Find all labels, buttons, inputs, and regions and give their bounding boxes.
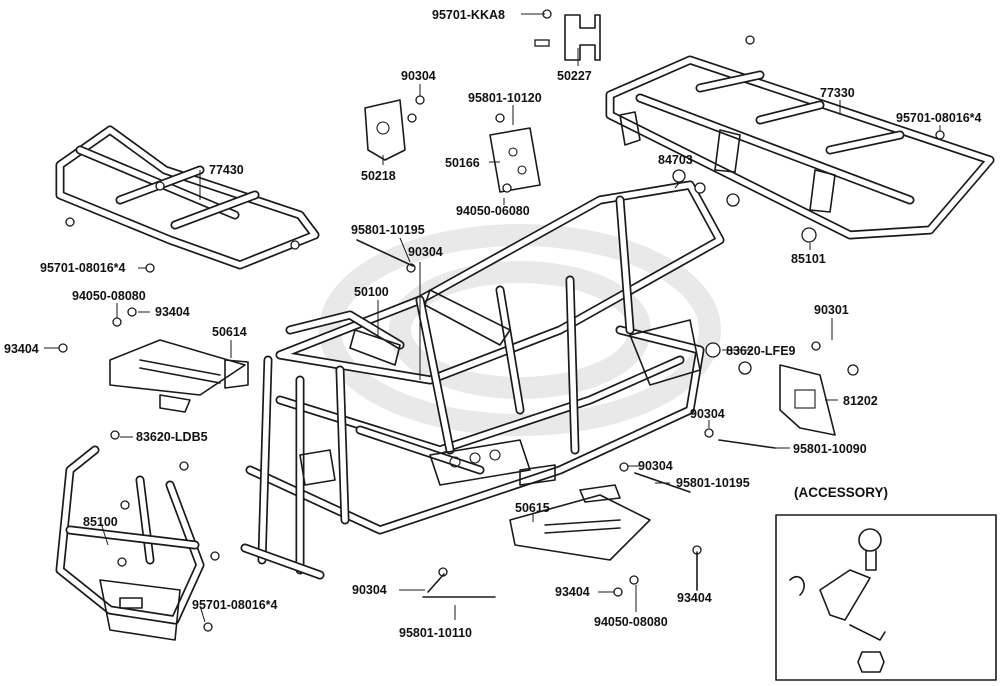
- part-label: 77430: [209, 163, 244, 177]
- part-label: 93404: [555, 585, 590, 599]
- part-label: 50166: [445, 156, 480, 170]
- part-labels: 95701-KKA8 50227 90304 95801-10120 77330…: [4, 8, 982, 640]
- part-label: 77330: [820, 86, 855, 100]
- part-label: 95801-10090: [793, 442, 867, 456]
- part-label: 94050-08080: [594, 615, 668, 629]
- part-label: 94050-08080: [72, 289, 146, 303]
- part-label: 95701-08016*4: [896, 111, 982, 125]
- part-label: 90301: [814, 303, 849, 317]
- part-label: 85100: [83, 515, 118, 529]
- part-label: 83620-LFE9: [726, 344, 796, 358]
- plate-81202: [779, 364, 836, 436]
- part-label: 50227: [557, 69, 592, 83]
- bracket-50166: [489, 127, 541, 193]
- part-label: 83620-LDB5: [136, 430, 208, 444]
- part-label: 93404: [677, 591, 712, 605]
- part-label: 95701-08016*4: [40, 261, 126, 275]
- rear-rack: [605, 55, 995, 240]
- part-label: 90304: [352, 583, 387, 597]
- right-footboard: [509, 484, 651, 561]
- part-label: 95701-08016*4: [192, 598, 278, 612]
- part-label: 84703: [658, 153, 693, 167]
- front-bumper: [55, 445, 205, 641]
- part-label: 95801-10195: [351, 223, 425, 237]
- main-frame: [240, 180, 725, 580]
- part-label: 90304: [690, 407, 725, 421]
- part-label: 95801-10120: [468, 91, 542, 105]
- part-label: 85101: [791, 252, 826, 266]
- part-label: 90304: [638, 459, 673, 473]
- accessory-box: [775, 514, 997, 681]
- part-label: 81202: [843, 394, 878, 408]
- part-label: 50615: [515, 501, 550, 515]
- part-label: 94050-06080: [456, 204, 530, 218]
- part-label: 95701-KKA8: [432, 8, 505, 22]
- part-label: 50218: [361, 169, 396, 183]
- part-label: 50614: [212, 325, 247, 339]
- bracket-50227: [564, 14, 601, 61]
- part-label: 50100: [354, 285, 389, 299]
- part-label: 90304: [408, 245, 443, 259]
- part-label: 90304: [401, 69, 436, 83]
- part-label: 93404: [4, 342, 39, 356]
- accessory-title: (ACCESSORY): [794, 485, 888, 500]
- part-label: 93404: [155, 305, 190, 319]
- part-label: 95801-10195: [676, 476, 750, 490]
- front-rack: [55, 125, 320, 270]
- bracket-50218: [364, 99, 406, 161]
- leader-lines: [44, 13, 941, 623]
- part-label: 95801-10110: [399, 626, 472, 640]
- hardware-items: [58, 9, 945, 632]
- left-footboard: [109, 339, 249, 413]
